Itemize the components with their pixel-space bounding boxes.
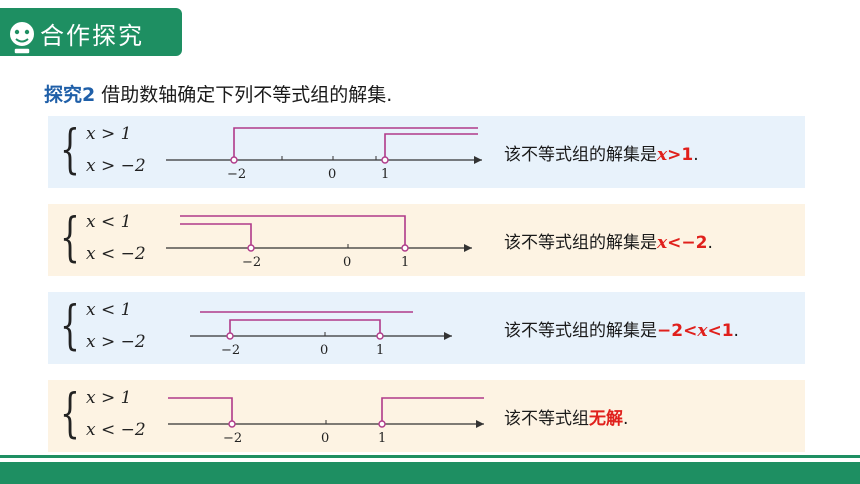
solution-suffix: . [623, 409, 629, 429]
answer-var: x [657, 145, 668, 165]
open-point [381, 156, 389, 164]
solution-prefix: 该不等式组的解集是 [504, 321, 657, 341]
axis-arrow [474, 156, 482, 164]
number-line-diagram: −2 0 1 [166, 215, 472, 270]
tick-label-1: 1 [378, 431, 386, 446]
inequality-system: { x < 1 x > −2 [54, 296, 164, 360]
axis-arrow [464, 244, 472, 252]
solution-answer: −2<x<1 [657, 321, 734, 341]
solution-statement: 该不等式组的解集是−2<x<1. [504, 316, 739, 341]
open-point [378, 420, 386, 428]
tick-label-1: 1 [376, 343, 384, 358]
brace-symbol: { [60, 208, 80, 268]
inequality-system: { x > 1 x > −2 [54, 120, 164, 184]
open-point [230, 156, 238, 164]
solution-prefix: 该不等式组的解集是 [504, 233, 657, 253]
solution-ray-2 [229, 319, 381, 336]
solution-answer: 无解 [589, 409, 623, 429]
inequality-line-2: x > −2 [86, 156, 146, 176]
inequality-system: { x > 1 x < −2 [54, 384, 164, 448]
inequality-line-1: x > 1 [86, 124, 132, 144]
tick-label-neg2: −2 [242, 255, 261, 270]
inequality-line-2: x > −2 [86, 332, 146, 352]
tick-label-0: 0 [328, 167, 336, 182]
tick-label-neg2: −2 [223, 431, 242, 446]
axis-arrow [444, 332, 452, 340]
open-point [247, 244, 255, 252]
solution-statement: 该不等式组无解. [504, 404, 628, 429]
brace-symbol: { [60, 384, 80, 444]
mascot-logo-icon [6, 9, 40, 55]
open-point [376, 332, 384, 340]
tick-label-0: 0 [343, 255, 351, 270]
problem-panel-2: { x < 1 x < −2 −2 0 1 该不等式组的解集是x<−2. [48, 204, 805, 276]
footer-bar [0, 462, 860, 484]
solution-suffix: . [693, 145, 699, 165]
solution-prefix: 该不等式组 [504, 409, 589, 429]
solution-ray-2 [381, 397, 484, 424]
tick-label-0: 0 [321, 431, 329, 446]
inequality-line-1: x < 1 [86, 300, 132, 320]
solution-statement: 该不等式组的解集是x>1. [504, 140, 699, 165]
answer-rest: >1 [667, 145, 694, 165]
tick-label-1: 1 [401, 255, 409, 270]
tick-label-1: 1 [381, 167, 389, 182]
solution-suffix: . [733, 321, 739, 341]
inequality-line-1: x < 1 [86, 212, 132, 232]
open-point [401, 244, 409, 252]
problem-panel-3: { x < 1 x > −2 −2 0 1 该不等式组的解集是−2<x<1. [48, 292, 805, 364]
answer-rest: <1 [707, 321, 734, 341]
problem-panel-1: { x > 1 x > −2 −2 0 1 该不等式组的解集是x>1. [48, 116, 805, 188]
answer-rest: <−2 [667, 233, 708, 253]
solution-ray-1 [180, 215, 406, 248]
inequality-line-1: x > 1 [86, 388, 132, 408]
solution-prefix: 该不等式组的解集是 [504, 145, 657, 165]
number-line-diagram: −2 0 1 [166, 127, 482, 182]
tick-label-neg2: −2 [227, 167, 246, 182]
answer-pre: −2< [657, 321, 698, 341]
solution-statement: 该不等式组的解集是x<−2. [504, 228, 713, 253]
number-line-diagram: −2 0 1 [168, 397, 484, 446]
solution-ray-2 [384, 133, 478, 160]
solution-ray-1 [168, 397, 233, 424]
solution-answer: x>1 [657, 145, 693, 165]
answer-var: x [697, 321, 708, 341]
tick-label-0: 0 [320, 343, 328, 358]
tick-label-neg2: −2 [221, 343, 240, 358]
open-point [226, 332, 234, 340]
section-title: 合作探究 [40, 22, 144, 50]
axis-arrow [476, 420, 484, 428]
instruction-line: 探究2 借助数轴确定下列不等式组的解集. [44, 80, 392, 107]
instruction-lead: 探究2 [44, 84, 96, 106]
answer-var: x [657, 233, 668, 253]
brace-symbol: { [60, 120, 80, 180]
answer-rest: 无解 [589, 409, 623, 429]
solution-ray-2 [180, 223, 252, 248]
brace-symbol: { [60, 296, 80, 356]
solution-answer: x<−2 [657, 233, 707, 253]
footer-divider [0, 455, 860, 458]
inequality-line-2: x < −2 [86, 420, 146, 440]
solution-suffix: . [707, 233, 713, 253]
inequality-system: { x < 1 x < −2 [54, 208, 164, 272]
solution-ray-1 [233, 127, 478, 160]
open-point [228, 420, 236, 428]
instruction-text: 借助数轴确定下列不等式组的解集. [95, 84, 393, 106]
number-line-diagram: −2 0 1 [190, 311, 452, 358]
problem-panel-4: { x > 1 x < −2 −2 0 1 该不等式组无解. [48, 380, 805, 452]
inequality-line-2: x < −2 [86, 244, 146, 264]
